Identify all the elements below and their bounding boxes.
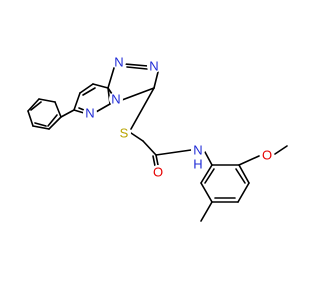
atom-n-a-text: N [114,55,123,70]
atom-o-carbonyl: O [151,165,165,180]
atom-h: H [192,157,204,172]
pyridazine-inner-bond [78,107,85,111]
atom-nh-text: N [193,143,202,158]
atom-n-d-text: N [85,106,94,121]
pyridazine-bond [79,83,94,94]
pyridazine-bond [73,109,85,114]
atom-n-b: N [147,59,161,74]
phenyl-inner-bond [30,101,42,111]
phenyl-bond [27,98,40,112]
atom-o-carbonyl-text: O [153,165,163,180]
atom-o-methoxy: O [260,148,274,163]
triazole-bond [124,63,149,67]
aryl-bond [200,182,213,203]
c-o-methoxy-bond [238,155,260,166]
linker-bond [60,109,75,118]
phenyl-bond [38,98,56,103]
triazole-bond [107,67,115,89]
atom-n-c: N [109,92,123,107]
atom-n-a: N [112,55,126,70]
phenyl-inner-bond [34,122,47,127]
structure-diagram: N N N N S O N H O [27,55,288,222]
aryl-inner-bond [235,168,246,184]
bonds [27,63,288,222]
aryl-bond [200,164,213,184]
methyl-bond [200,201,213,222]
triazole-bond [107,87,113,95]
phenyl-bond [32,125,50,130]
triazole-bond [153,71,159,89]
atom-s-text: S [120,126,129,141]
c-n-bond [155,149,192,156]
phenyl-bond [27,110,34,127]
atom-h-text: H [193,157,202,172]
atom-n-c-text: N [111,92,120,107]
ch2-co-bond [142,140,157,156]
phenyl-inner-bond [47,114,58,127]
aryl-bond [237,182,250,203]
c-s-bond [130,87,155,130]
aryl-inner-bond [204,168,215,184]
pyridazine-bond [73,92,81,111]
atom-n-b-text: N [149,59,158,74]
phenyl-bond [54,101,62,118]
n-aryl-bond [204,151,213,166]
atom-nh: N [191,143,205,158]
triazole-bond [121,87,155,101]
phenyl-bond [48,116,62,130]
atom-labels: N N N N S O N H O [83,55,274,180]
s-ch2-bond [130,132,144,142]
c-o-double-bond [152,155,156,167]
c-o-bond [155,154,159,166]
atom-o-methoxy-text: O [262,148,272,163]
triazole-inner-bond [126,66,148,70]
pyridazine-bond [95,103,111,113]
aryl-bond [238,164,250,184]
atom-n-d: N [83,106,97,121]
atom-s: S [117,126,131,141]
pyridazine-inner-bond [82,87,96,96]
pyridazine-bond [92,83,109,89]
o-methyl-bond [274,145,288,155]
molecule-canvas: N N N N S O N H O [27,55,288,222]
